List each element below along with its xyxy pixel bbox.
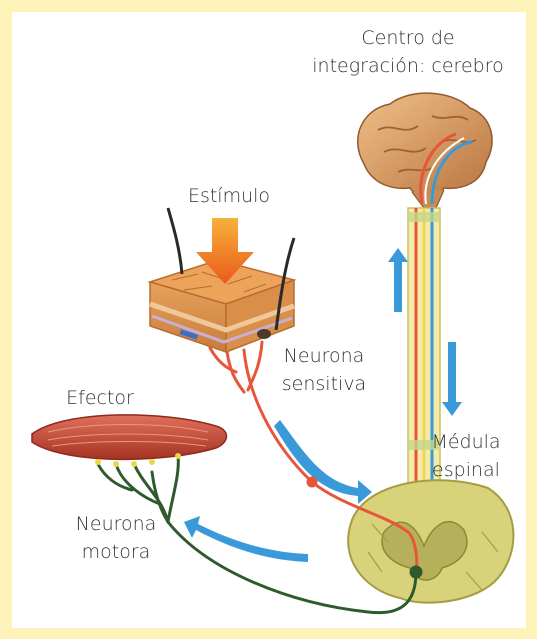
label-efector-text: Efector xyxy=(52,384,148,412)
label-neurona-sensitiva: Neurona sensitiva xyxy=(270,342,378,398)
label-centro-line2: integración: cerebro xyxy=(294,52,522,80)
label-neurona-motora-line2: motora xyxy=(66,538,166,566)
label-medula-espinal: Médula espinal xyxy=(418,428,514,484)
brain-illustration xyxy=(358,93,492,208)
label-neurona-sensitiva-line1: Neurona xyxy=(270,342,378,370)
muscle-effector xyxy=(32,415,227,467)
label-medula-line1: Médula xyxy=(418,428,514,456)
label-medula-line2: espinal xyxy=(418,456,514,484)
diagram-panel: Centro de integración: cerebro Estímulo … xyxy=(12,12,526,628)
spinal-cord-cross-section xyxy=(348,480,513,602)
label-efector: Efector xyxy=(52,384,148,412)
label-estimulo: Estímulo xyxy=(174,182,284,210)
label-neurona-sensitiva-line2: sensitiva xyxy=(270,370,378,398)
label-centro-line1: Centro de xyxy=(294,24,522,52)
label-estimulo-text: Estímulo xyxy=(174,182,284,210)
label-neurona-motora: Neurona motora xyxy=(66,510,166,566)
label-centro-de-integracion: Centro de integración: cerebro xyxy=(294,24,522,80)
label-neurona-motora-line1: Neurona xyxy=(66,510,166,538)
